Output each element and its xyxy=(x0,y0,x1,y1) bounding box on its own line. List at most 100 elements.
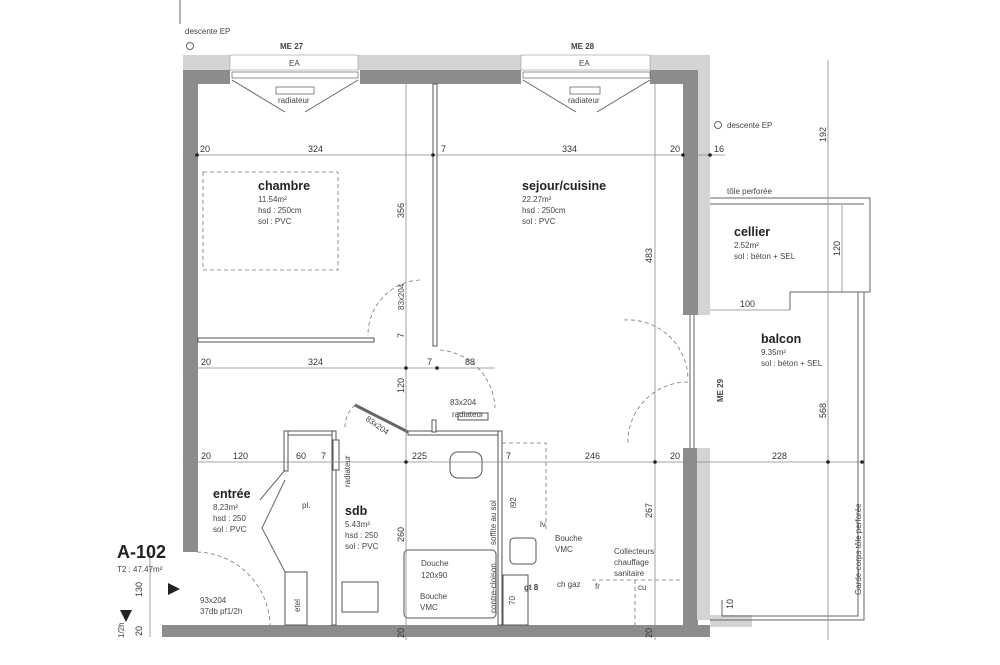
room-height: hsd : 250 xyxy=(213,514,246,523)
dimension-label: 228 xyxy=(772,451,787,461)
room-entree: entrée 8.23m² hsd : 250 sol : PVC xyxy=(213,487,251,534)
unit-id: A-102 xyxy=(117,542,166,562)
door-size-label: 83x204 xyxy=(450,398,477,407)
dimension-label: 20 xyxy=(670,144,680,154)
room-sdb: sdb 5.43m² hsd : 250 sol : PVC xyxy=(345,504,379,551)
dimension-label: 260 xyxy=(396,527,406,542)
heater-label: l92 xyxy=(509,497,518,508)
dimension-label: 7 xyxy=(427,357,432,367)
descente-ep-label: descente EP xyxy=(185,27,230,36)
room-floor: sol : béton + SEL xyxy=(734,252,796,261)
dimension-label: 20 xyxy=(134,626,144,636)
balcony-outline xyxy=(710,197,871,621)
dimension-label: 334 xyxy=(562,144,577,154)
left-wall xyxy=(183,70,198,552)
right-wall xyxy=(683,70,710,628)
dimension-label: 7 xyxy=(396,333,406,338)
window-label-me29: ME 29 xyxy=(716,378,725,402)
room-balcon: balcon 9.35m² sol : béton + SEL xyxy=(761,332,823,368)
room-name: balcon xyxy=(761,332,801,346)
dimension-label: 16 xyxy=(714,144,724,154)
dimension-label: 568 xyxy=(818,403,828,418)
dimension-label: 246 xyxy=(585,451,600,461)
room-name: entrée xyxy=(213,487,251,501)
room-name: sejour/cuisine xyxy=(522,179,606,193)
annotations: descente EP descente EP ME 27 ME 28 EA E… xyxy=(117,27,863,638)
room-floor: sol : béton + SEL xyxy=(761,359,823,368)
section-arrow-icon xyxy=(120,610,132,622)
interior-partitions xyxy=(197,83,537,626)
unit-summary: T2 : 47.47m² xyxy=(117,565,163,574)
fridge-label: fr xyxy=(595,582,600,591)
dimension-label: 20 xyxy=(670,451,680,461)
dimension-lines xyxy=(149,60,865,640)
dimension-label: 20 xyxy=(396,628,406,638)
radiator-label: radiateur xyxy=(278,96,310,105)
manifold-label: chauffage xyxy=(614,558,650,567)
door-size-label: 83x204 xyxy=(397,283,406,310)
dimension-label: 10 xyxy=(725,599,735,609)
bottom-wall xyxy=(162,615,752,637)
vmc-label: VMC xyxy=(555,545,573,554)
dimension-label: 120 xyxy=(832,241,842,256)
perforated-sheet-label: tôle perforée xyxy=(727,187,772,196)
dimension-label: 60 xyxy=(296,451,306,461)
radiator-label: radiateur xyxy=(568,96,600,105)
railing-label: Garde-corps tôle perforée xyxy=(854,503,863,595)
window-label-me28: ME 28 xyxy=(571,42,595,51)
washer-label: lv xyxy=(540,520,546,529)
dimension-label: 324 xyxy=(308,144,323,154)
room-area: 9.35m² xyxy=(761,348,786,357)
dimension-label: 267 xyxy=(644,503,654,518)
duct-label: gt 8 xyxy=(524,583,539,592)
shower-size-label: 120x90 xyxy=(421,571,448,580)
dimension-label: 130 xyxy=(134,582,144,597)
room-area: 11.54m² xyxy=(258,195,287,204)
dimension-label: 324 xyxy=(308,357,323,367)
entry-door-size: 93x204 xyxy=(200,596,227,605)
top-wall xyxy=(183,54,710,84)
ea-label: EA xyxy=(579,59,590,68)
window-me27 xyxy=(231,71,359,113)
room-name: cellier xyxy=(734,225,770,239)
dimension-label: 225 xyxy=(412,451,427,461)
room-area: 22.27m² xyxy=(522,195,552,204)
room-floor: sol : PVC xyxy=(522,217,556,226)
lining-wall-label: contre-cloison xyxy=(489,563,498,613)
room-floor: sol : PVC xyxy=(258,217,292,226)
entry-arrow-icon xyxy=(168,583,180,595)
vmc-label: VMC xyxy=(420,603,438,612)
dimension-label: 483 xyxy=(644,248,654,263)
room-chambre: chambre 11.54m² hsd : 250cm sol : PVC xyxy=(258,179,310,226)
shower-label: Douche xyxy=(421,559,449,568)
dimension-label: 20 xyxy=(644,628,654,638)
manifold-label: Collecteurs xyxy=(614,547,654,556)
door-swings xyxy=(196,279,689,626)
dimension-label: 7 xyxy=(321,451,326,461)
room-name: sdb xyxy=(345,504,368,518)
downpipe-icon xyxy=(186,42,194,50)
room-floor: sol : PVC xyxy=(345,542,379,551)
half-height-label: 1/2h xyxy=(117,622,126,638)
closet-label: pl. xyxy=(302,501,310,510)
radiator-label: radiateur xyxy=(343,455,352,487)
manifold-label: sanitaire xyxy=(614,569,645,578)
kitchen-outline xyxy=(502,442,680,625)
window-me28 xyxy=(522,71,651,113)
dimension-label: 20 xyxy=(201,451,211,461)
room-cellier: cellier 2.52m² sol : béton + SEL xyxy=(734,225,796,261)
dimension-label: 88 xyxy=(465,357,475,367)
window-label-me27: ME 27 xyxy=(280,42,304,51)
room-height: hsd : 250cm xyxy=(258,206,302,215)
dimension-label: 356 xyxy=(396,203,406,218)
dimension-label: 120 xyxy=(396,378,406,393)
dimension-label: 100 xyxy=(740,299,755,309)
ea-label: EA xyxy=(289,59,300,68)
room-area: 8.23m² xyxy=(213,503,238,512)
dimension-label: 192 xyxy=(818,127,828,142)
room-sejour-cuisine: sejour/cuisine 22.27m² hsd : 250cm sol :… xyxy=(522,179,606,226)
entry-door-spec: 37db pf1/2h xyxy=(200,607,242,616)
cooker-label: cu xyxy=(638,583,646,592)
soffit-label: soffite au sol xyxy=(489,500,498,545)
